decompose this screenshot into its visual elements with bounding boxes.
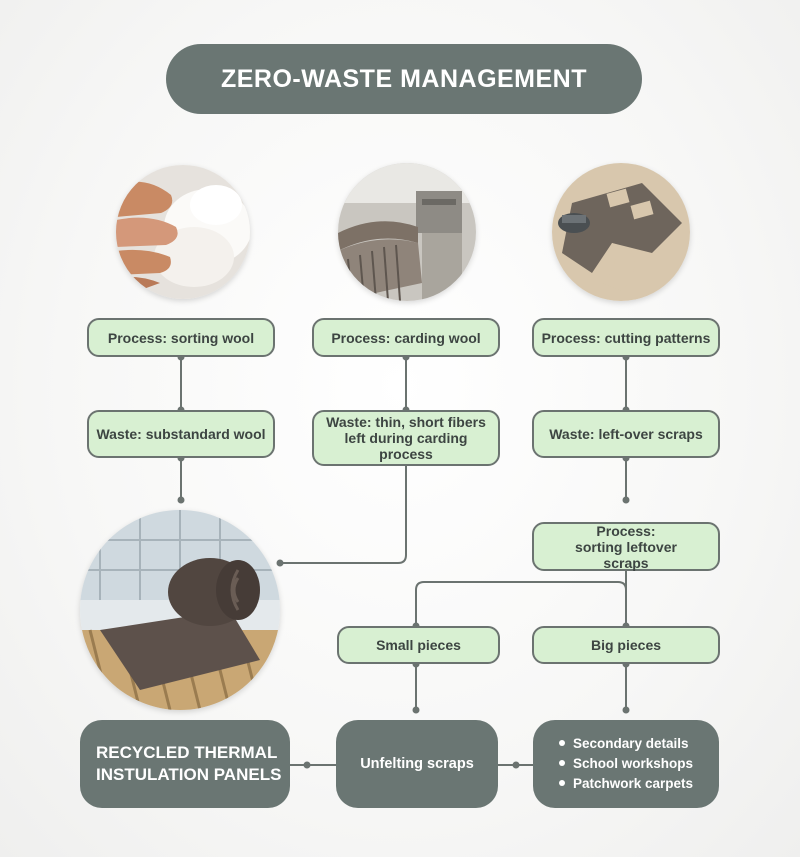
use-school-workshops: School workshops [559,754,693,774]
process-sorting-leftover: Process: sorting leftover scraps [532,522,720,571]
unfelting-scraps: Unfelting scraps [336,720,498,808]
wool-hands-photo [116,165,250,299]
small-pieces: Small pieces [337,626,500,664]
waste-short-fibers: Waste: thin, short fibers left during ca… [312,410,500,466]
use-secondary-details: Secondary details [559,734,693,754]
big-pieces: Big pieces [532,626,720,664]
uses-box: Secondary details School workshops Patch… [533,720,719,808]
waste-substandard-wool: Waste: substandard wool [87,410,275,458]
felt-cutting-photo [552,163,690,301]
page-title: ZERO-WASTE MANAGEMENT [166,44,642,114]
recycled-panels-label: RECYCLED THERMAL INSTULATION PANELS [96,743,282,784]
process-carding-wool: Process: carding wool [312,318,500,357]
process-sorting-wool: Process: sorting wool [87,318,275,357]
carding-machine-photo [338,163,476,301]
uses-list: Secondary details School workshops Patch… [559,734,693,794]
use-patchwork-carpets: Patchwork carpets [559,774,693,794]
recycled-panels: RECYCLED THERMAL INSTULATION PANELS [80,720,290,808]
process-cutting-patterns: Process: cutting patterns [532,318,720,357]
waste-leftover-scraps: Waste: left-over scraps [532,410,720,458]
insulation-roll-photo [80,510,280,710]
